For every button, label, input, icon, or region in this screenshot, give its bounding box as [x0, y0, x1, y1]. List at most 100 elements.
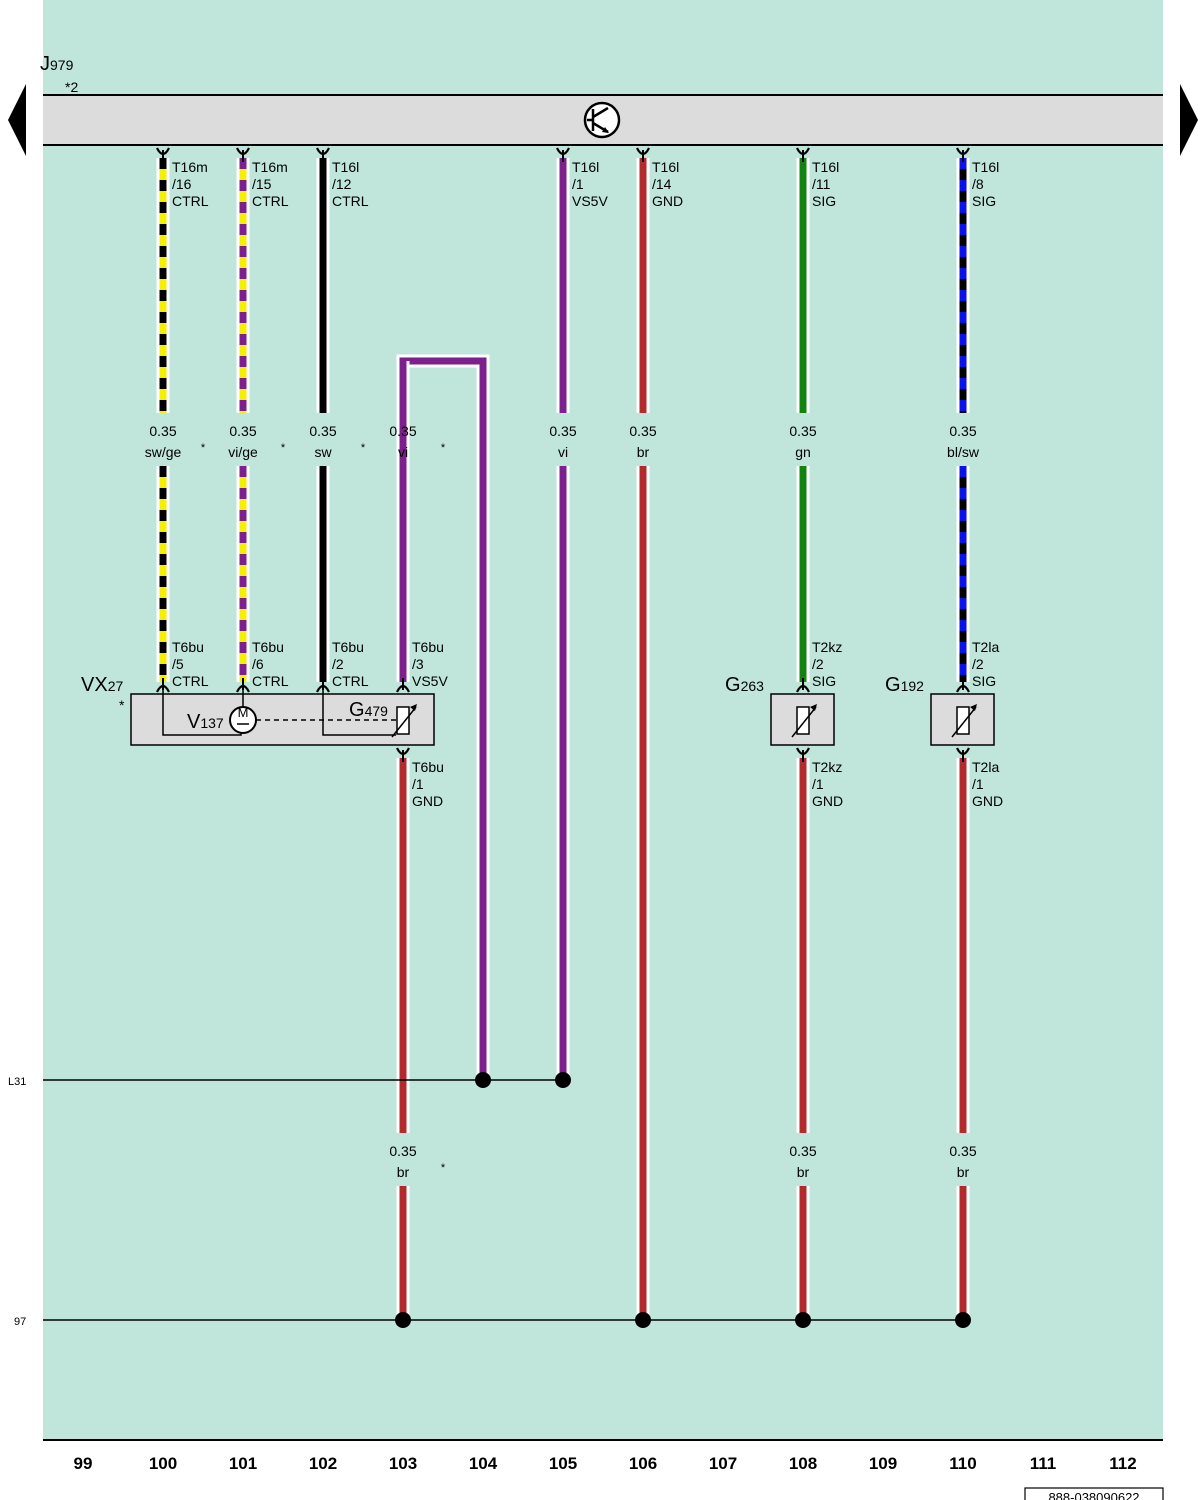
wires-upper: T16m/16CTRLT6bu/5CTRL0.35sw/ge*T16m/15CT…: [145, 147, 999, 1320]
pin-label: SIG: [972, 673, 996, 689]
wire-gauge: 0.35: [149, 423, 176, 439]
pin-label: GND: [812, 793, 843, 809]
pin-label: T6bu: [412, 639, 444, 655]
pin-label: GND: [972, 793, 1003, 809]
junction-dot: [395, 1312, 411, 1328]
pin-label: /14: [652, 176, 672, 192]
component-vx27: VX27 * V137 M G479: [81, 674, 435, 746]
footnote-star: *: [441, 1162, 446, 1174]
axis-number: 108: [789, 1454, 817, 1473]
wire-color-code: vi/ge: [228, 444, 258, 460]
wire-gauge: 0.35: [229, 423, 256, 439]
pin-label: GND: [412, 793, 443, 809]
bus-l31-label: L31: [8, 1076, 26, 1088]
vx27-sub: 27: [108, 678, 124, 694]
next-page-arrow-icon[interactable]: [1180, 84, 1198, 156]
g192-name: G: [885, 674, 901, 696]
pin-label: /8: [972, 176, 984, 192]
pin-label: T6bu: [332, 639, 364, 655]
junction-dot: [955, 1312, 971, 1328]
wire-gauge: 0.35: [389, 423, 416, 439]
bus-ground-label: 97: [14, 1316, 26, 1328]
wire-gauge: 0.35: [389, 1143, 416, 1159]
variable-resistor-icon: [391, 704, 417, 738]
variable-resistor-icon: [951, 704, 977, 738]
axis-number: 106: [629, 1454, 657, 1473]
wire-gauge: 0.35: [309, 423, 336, 439]
g263-sub: 263: [741, 678, 765, 694]
pin-label: T2kz: [812, 639, 842, 655]
axis-number: 110: [949, 1454, 976, 1473]
axis-number: 109: [869, 1454, 897, 1473]
component-g192: G192: [885, 674, 995, 746]
pin-label: /1: [972, 776, 984, 792]
wire-gauge: 0.35: [549, 423, 576, 439]
wire-color-code: bl/sw: [947, 444, 980, 460]
axis-number: 112: [1109, 1454, 1136, 1473]
module-j979: J979 *2: [40, 53, 1163, 146]
pin-label: T2la: [972, 759, 999, 775]
pin-label: CTRL: [172, 673, 209, 689]
pin-label: VS5V: [572, 193, 608, 209]
g479-sub: 479: [365, 703, 389, 719]
axis-number: 99: [74, 1454, 93, 1473]
doc-id-box: 888-038090622: [1024, 1487, 1164, 1500]
pin-label: GND: [652, 193, 683, 209]
component-g263: G263: [725, 674, 835, 746]
pin-label: /15: [252, 176, 272, 192]
pin-label: CTRL: [252, 193, 289, 209]
axis-number: 103: [389, 1454, 417, 1473]
wire-gauge: 0.35: [949, 423, 976, 439]
svg-text:G192: G192: [885, 674, 924, 696]
pin-label: T6bu: [412, 759, 444, 775]
wire-color-code: br: [957, 1164, 970, 1180]
g192-housing: [930, 693, 995, 746]
svg-text:G479: G479: [349, 699, 388, 721]
bus-ground: 97: [14, 1312, 971, 1328]
pin-label: SIG: [972, 193, 996, 209]
pin-label: VS5V: [412, 673, 448, 689]
vx27-star: *: [119, 697, 125, 713]
pin-label: /2: [812, 656, 824, 672]
module-footnote: *2: [65, 79, 78, 95]
pin-label: CTRL: [172, 193, 209, 209]
axis-number: 101: [229, 1454, 257, 1473]
pin-label: SIG: [812, 673, 836, 689]
axis-number: 104: [469, 1454, 498, 1473]
v137-name: V: [187, 711, 201, 733]
pin-label: CTRL: [252, 673, 289, 689]
pin-label: T16m: [252, 159, 288, 175]
svg-text:VX27: VX27: [81, 674, 123, 696]
pin-label: SIG: [812, 193, 836, 209]
pin-label: T16l: [972, 159, 999, 175]
pin-label: /16: [172, 176, 192, 192]
v137-sub: 137: [200, 715, 224, 731]
pin-label: T16m: [172, 159, 208, 175]
pin-label: /12: [332, 176, 352, 192]
wire-color-code: br: [397, 1164, 410, 1180]
svg-text:G263: G263: [725, 674, 764, 696]
g479-name: G: [349, 699, 365, 721]
pin-label: T6bu: [252, 639, 284, 655]
wire-color-code: gn: [795, 444, 811, 460]
doc-id: 888-038090622: [1048, 1490, 1139, 1500]
pin-label: /11: [812, 176, 831, 192]
module-sub: 979: [50, 57, 74, 73]
pin-label: T16l: [332, 159, 359, 175]
junction-dot: [795, 1312, 811, 1328]
vx27-housing: [130, 693, 435, 746]
axis-number: 111: [1030, 1454, 1057, 1473]
pin-label: T2la: [972, 639, 999, 655]
prev-page-arrow-icon[interactable]: [8, 84, 26, 156]
bus-l31: L31: [8, 1072, 571, 1088]
